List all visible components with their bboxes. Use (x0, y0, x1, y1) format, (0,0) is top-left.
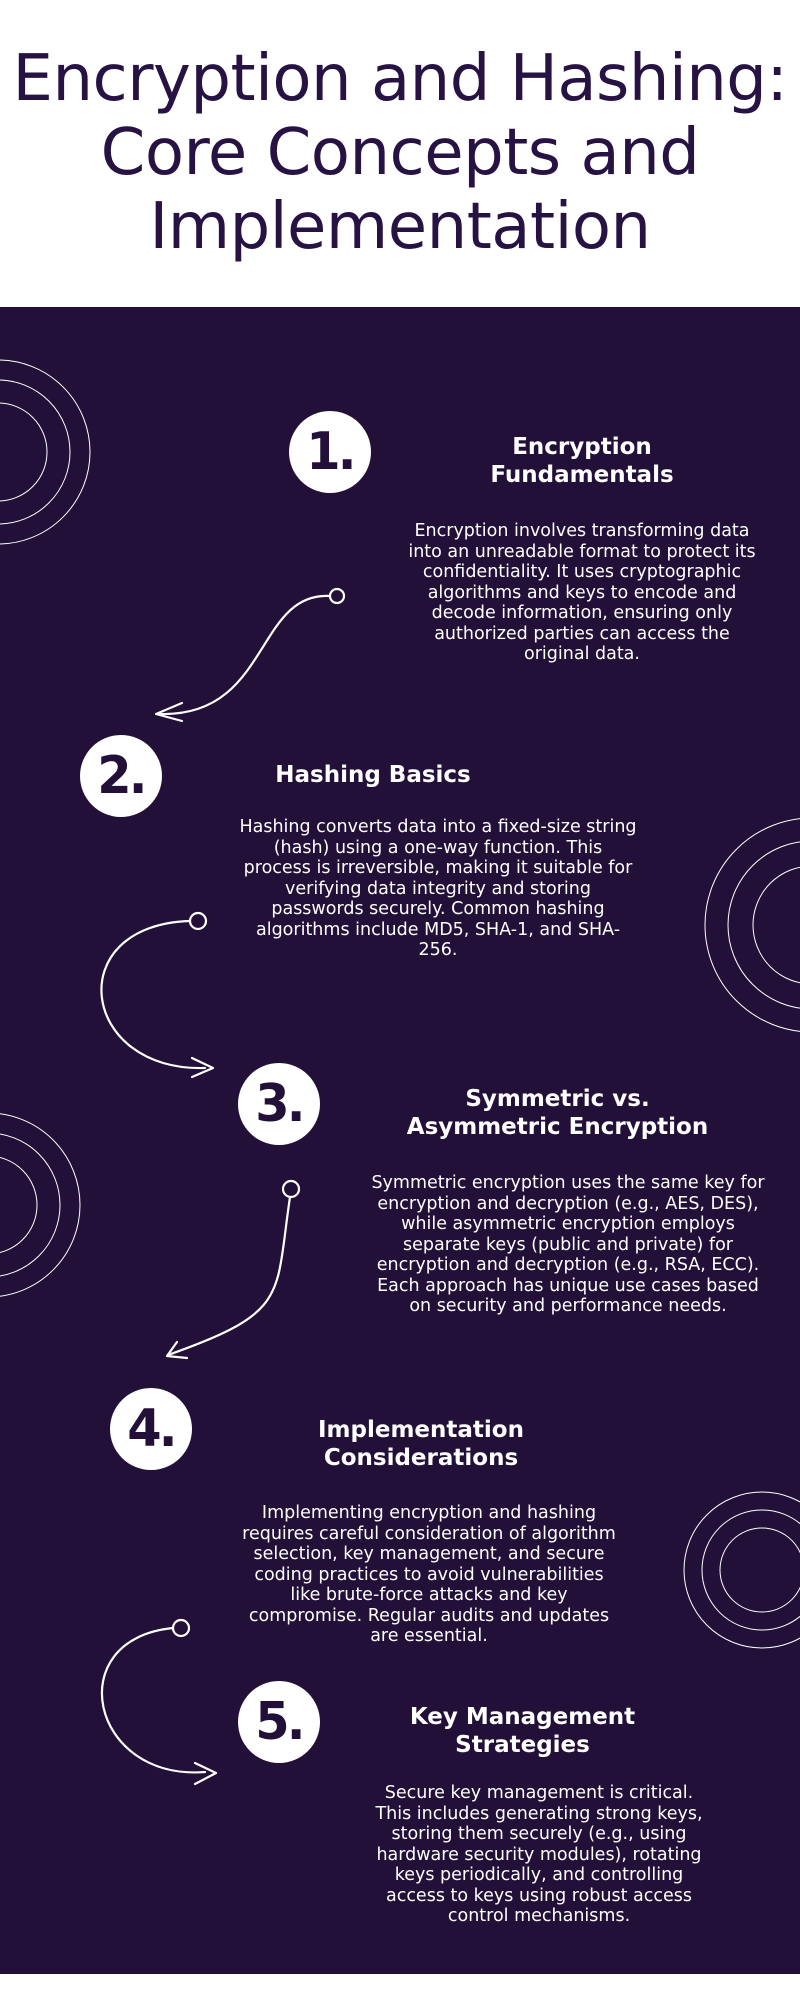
step-3-number: 3. (255, 1074, 305, 1134)
step-1-heading: Encryption Fundamentals (490, 434, 674, 488)
step-4-text: Implementing encryption and hashing requ… (242, 1503, 616, 1646)
step-3-heading: Symmetric vs. Asymmetric Encryption (406, 1086, 709, 1140)
step-1-text: Encryption involves transforming data in… (408, 521, 756, 664)
step-4-number: 4. (127, 1399, 177, 1459)
connector-arrow-3 (165, 1179, 301, 1360)
step-2-number: 2. (97, 746, 147, 806)
page-title: Encryption and Hashing: Core Concepts an… (12, 42, 788, 264)
step-5-number-badge: 5. (238, 1681, 320, 1763)
decorations (0, 359, 800, 1786)
connector-arrow-4 (100, 1618, 218, 1786)
circles-right-middle (704, 818, 800, 1032)
circles-top-left (0, 359, 91, 545)
step-3-number-badge: 3. (238, 1063, 320, 1145)
step-2-text: Hashing converts data into a fixed-size … (239, 817, 637, 960)
connector-arrow-1 (154, 587, 346, 723)
circles-left-middle (0, 1113, 81, 1297)
step-5-heading: Key Management Strategies (409, 1704, 636, 1758)
step-4-number-badge: 4. (110, 1388, 192, 1470)
bottom-margin (0, 1974, 800, 2000)
circles-right-lower (683, 1491, 800, 1649)
step-4-heading: Implementation Considerations (318, 1417, 524, 1471)
title-section: Encryption and Hashing: Core Concepts an… (0, 0, 800, 307)
step-1-number-badge: 1. (289, 411, 371, 493)
step-2-heading: Hashing Basics (275, 762, 471, 788)
step-3-text: Symmetric encryption uses the same key f… (371, 1173, 765, 1316)
step-5-text: Secure key management is critical. This … (375, 1783, 703, 1926)
step-2-number-badge: 2. (80, 735, 162, 817)
connector-arrow-2 (100, 911, 215, 1079)
step-1-number: 1. (306, 422, 356, 482)
content-panel: 1. Encryption Fundamentals Encryption in… (0, 307, 800, 1974)
step-5-number: 5. (255, 1692, 305, 1752)
